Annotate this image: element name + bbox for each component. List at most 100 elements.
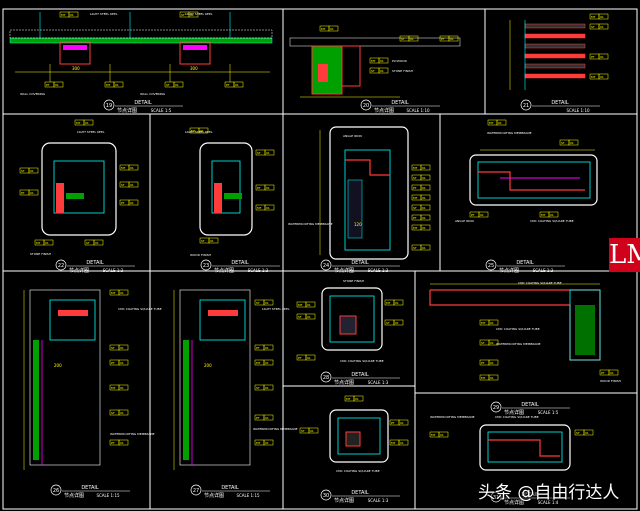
detail-number: 27 <box>193 488 199 494</box>
material-tag <box>113 81 124 88</box>
head-beam <box>58 310 88 316</box>
label: WATERPROOFING MEMBRANE <box>253 427 298 431</box>
material-tag <box>548 211 559 218</box>
label: STONE FINISH <box>392 69 413 73</box>
material-tag <box>263 439 274 446</box>
material-tag-code: MT <box>591 75 596 79</box>
material-tag <box>583 429 594 436</box>
material-tag-code: ST <box>481 341 485 345</box>
slab <box>289 37 461 47</box>
detail-bubble <box>103 99 115 111</box>
profile <box>345 159 390 176</box>
material-tag <box>118 384 129 391</box>
material-tag-number: 01 <box>490 321 494 325</box>
detail-subtitle: 节点详图 <box>64 492 84 499</box>
red-block <box>318 64 328 82</box>
material-tag <box>598 53 609 60</box>
detail-title: DETAIL <box>351 260 369 266</box>
material-tag-code: PT <box>471 213 475 217</box>
material-tag-code: MT <box>481 376 486 380</box>
watermark: 头条 @自由行达人 <box>478 483 620 503</box>
material-tag-number: 01 <box>380 69 384 73</box>
material-tag-number: 01 <box>422 246 426 250</box>
stair-tread <box>524 33 586 39</box>
material-tag-code: ST <box>591 25 595 29</box>
counter-outline <box>479 424 571 471</box>
label: LIGHT STEEL KEEL <box>90 12 118 16</box>
material-tag-code: ST <box>561 141 565 145</box>
material-tag <box>118 289 129 296</box>
material-tag-number: 01 <box>266 151 270 155</box>
inner-frame <box>211 160 241 214</box>
material-tag-code: MT <box>121 166 126 170</box>
material-tag-number: 01 <box>570 141 574 145</box>
stair-tread <box>524 53 586 59</box>
material-tag-number: 01 <box>190 13 194 17</box>
detail-title: DETAIL <box>391 100 409 106</box>
detail-subtitle: 节点详图 <box>334 379 354 386</box>
material-tag <box>420 224 431 231</box>
wall-section <box>214 183 222 213</box>
label: CMC COATING SQUARE TUBE <box>336 469 380 473</box>
fill-zone <box>575 305 595 355</box>
duct-outline <box>329 409 389 463</box>
material-tag-number: 01 <box>265 441 269 445</box>
material-tag-number: 01 <box>55 83 59 87</box>
material-tag <box>420 184 431 191</box>
recess-box <box>59 41 91 65</box>
label: STONE FINISH <box>343 279 364 283</box>
material-tag-code: PT <box>256 346 260 350</box>
material-tag-number: 01 <box>307 315 311 319</box>
material-tag-number: 01 <box>410 37 414 41</box>
material-tag-code: MT <box>321 27 326 31</box>
detail-number: 22 <box>58 263 64 269</box>
wall-section <box>56 183 64 213</box>
material-tag-number: 01 <box>355 397 359 401</box>
material-tag-code: MT <box>413 166 418 170</box>
material-tag-code: PT <box>121 201 125 205</box>
material-tag-code: MT <box>431 433 436 437</box>
material-tag <box>264 184 275 191</box>
material-tag <box>263 359 274 366</box>
material-tag-number: 01 <box>395 321 399 325</box>
detail-bubble <box>200 259 212 271</box>
material-tag-number: 01 <box>550 213 554 217</box>
detail-number: 24 <box>323 263 329 269</box>
material-tag-code: MT <box>256 361 261 365</box>
detail-scale: SCALE 1:4 <box>538 500 559 505</box>
detail-bubble <box>320 489 332 501</box>
material-tag <box>264 204 275 211</box>
material-tag <box>28 189 39 196</box>
detail-scale: SCALE 1:3 <box>368 268 389 273</box>
detail-number: 19 <box>106 103 112 109</box>
material-tag-code: MT <box>111 291 116 295</box>
label: CMC COATING SQUARE TUBE <box>340 359 384 363</box>
stair-tread <box>524 43 586 49</box>
material-tag <box>353 395 364 402</box>
material-tag <box>608 369 619 376</box>
detail-bubble <box>55 259 67 271</box>
material-tag-code: PT <box>391 421 395 425</box>
material-tag-number: 01 <box>307 356 311 360</box>
detail-subtitle: 节点详图 <box>334 267 354 274</box>
material-tag <box>305 354 316 361</box>
material-tag <box>128 181 139 188</box>
material-tag-number: 01 <box>330 27 334 31</box>
material-tag <box>93 239 104 246</box>
detail-scale: SCALE 1:15 <box>236 493 260 498</box>
material-tag-code: ST <box>256 301 260 305</box>
material-tag <box>263 414 274 421</box>
material-tag <box>598 23 609 30</box>
material-tag <box>488 339 499 346</box>
material-tag-code: MT <box>106 83 111 87</box>
material-tag <box>496 119 507 126</box>
head-detail <box>49 299 96 341</box>
section-outline <box>29 289 101 466</box>
material-tag-code: MT <box>591 15 596 19</box>
label: WALL COVERING <box>140 92 166 96</box>
